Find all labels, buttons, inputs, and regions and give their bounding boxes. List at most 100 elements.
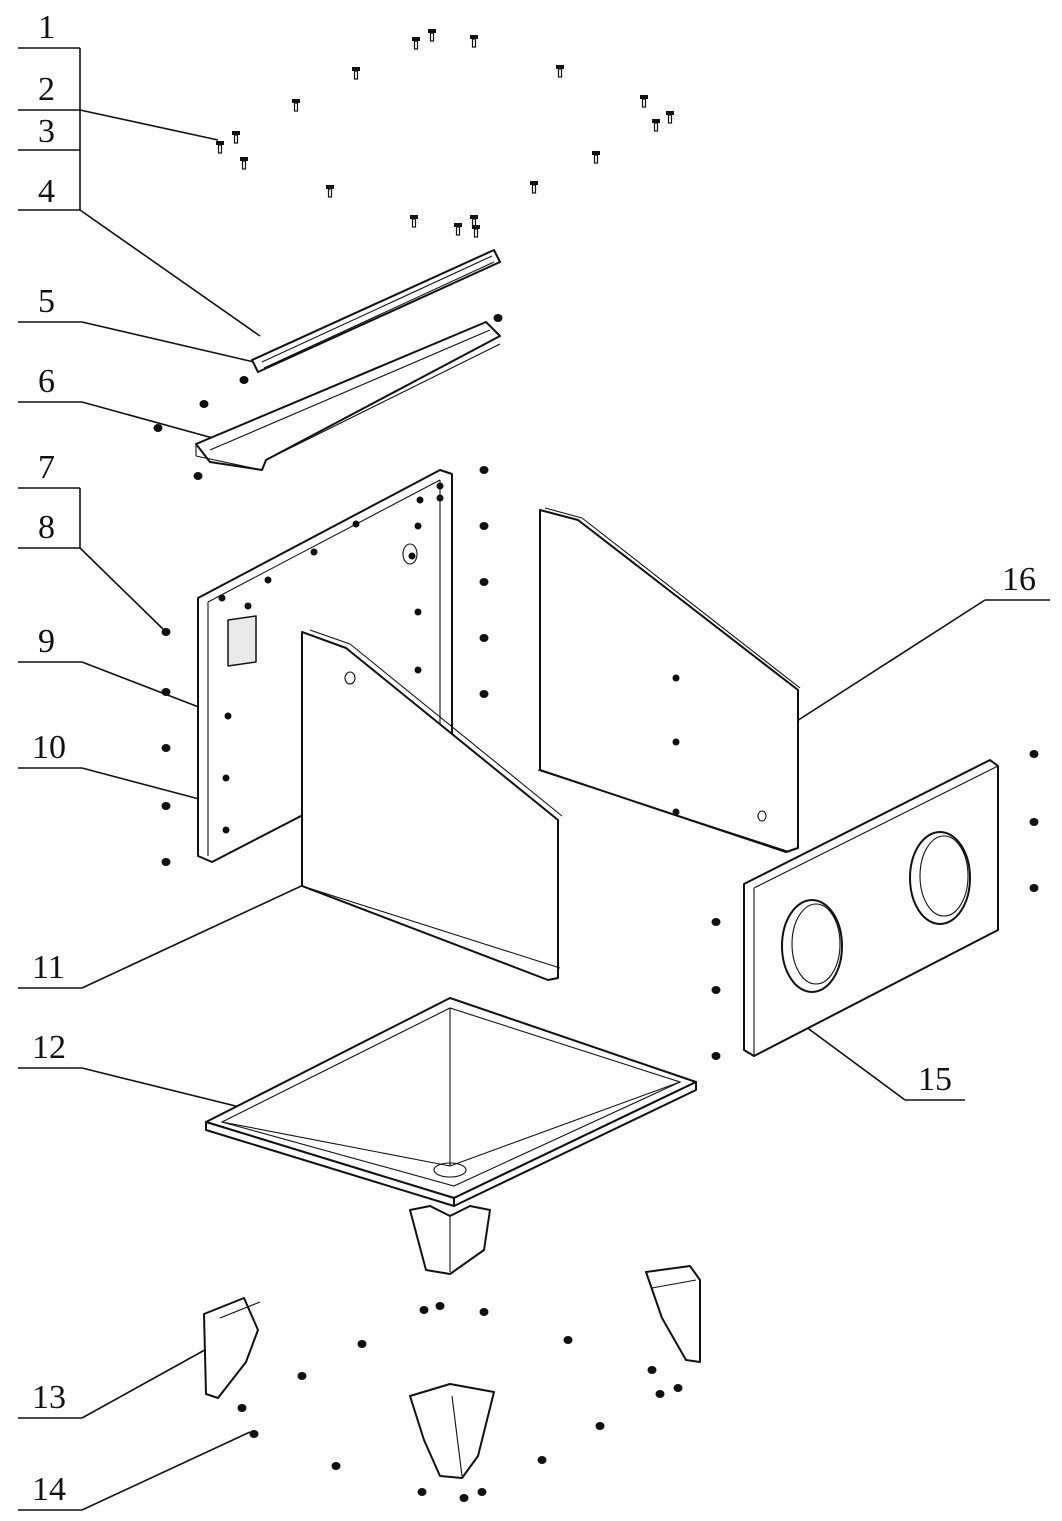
hinge-strip — [251, 249, 501, 373]
leader-line-10 — [81, 767, 219, 805]
callout-9: 9 — [38, 623, 55, 660]
leader-line-8 — [79, 547, 165, 631]
screw-set — [216, 29, 674, 238]
nut — [479, 522, 489, 530]
panel-hole — [264, 576, 272, 584]
screw — [472, 225, 480, 238]
callout-13: 13 — [32, 1379, 66, 1416]
nut — [331, 1462, 341, 1470]
leader-line-6 — [81, 401, 221, 441]
callout-3: 3 — [38, 113, 55, 150]
panel-hole — [222, 826, 230, 834]
screw — [352, 67, 360, 80]
leader-line-2 — [79, 109, 219, 141]
port-left — [781, 899, 843, 993]
callout-1: 1 — [38, 9, 55, 46]
nut — [479, 466, 489, 474]
screw — [652, 119, 660, 132]
nut — [237, 1404, 247, 1412]
callout-16: 16 — [1002, 561, 1036, 598]
nut — [655, 1390, 665, 1398]
nut — [711, 918, 721, 926]
panel-hole — [408, 552, 416, 560]
nut — [563, 1336, 573, 1344]
screw — [410, 215, 418, 228]
nut — [1029, 750, 1039, 758]
nut — [417, 1488, 427, 1496]
panel-hole — [672, 738, 680, 746]
screw — [470, 35, 478, 48]
side-panel-rear — [537, 507, 801, 853]
nut — [435, 1302, 445, 1310]
nut — [673, 1384, 683, 1392]
panel-hole — [218, 594, 226, 602]
callout-4: 4 — [38, 173, 55, 210]
nut — [479, 578, 489, 586]
panel-hole — [672, 808, 680, 816]
leader-line-11 — [81, 867, 341, 989]
panel-hole — [436, 494, 444, 502]
foot-bottom — [409, 1383, 495, 1479]
nut — [477, 1488, 487, 1496]
panel-hole — [414, 522, 422, 530]
callout-14: 14 — [32, 1471, 66, 1508]
panel-hole — [416, 496, 424, 504]
panel-hole — [414, 608, 422, 616]
screw — [530, 181, 538, 194]
base-tray — [205, 997, 697, 1207]
screw — [640, 95, 648, 108]
nut — [1029, 884, 1039, 892]
nut — [153, 424, 163, 432]
leader-line-13 — [81, 1345, 213, 1419]
callout-8: 8 — [38, 509, 55, 546]
callout-7: 7 — [38, 449, 55, 486]
nut — [161, 628, 171, 636]
foot-left — [203, 1297, 259, 1399]
leader-line-15 — [793, 1017, 906, 1101]
nut — [537, 1456, 547, 1464]
nut — [161, 802, 171, 810]
nut — [239, 376, 249, 384]
nut — [647, 1366, 657, 1374]
nut — [479, 634, 489, 642]
screw — [428, 29, 436, 42]
nut — [161, 744, 171, 752]
panel-hole — [310, 548, 318, 556]
nut — [249, 1430, 259, 1438]
nut — [297, 1372, 307, 1380]
nut — [595, 1422, 605, 1430]
panel-hole — [414, 666, 422, 674]
screw — [556, 65, 564, 78]
screw — [592, 151, 600, 164]
callout-11: 11 — [32, 949, 65, 986]
nut — [193, 472, 203, 480]
foot-right — [645, 1265, 701, 1363]
nut — [479, 690, 489, 698]
callout-2: 2 — [38, 71, 55, 108]
callout-12: 12 — [32, 1029, 66, 1066]
nut — [711, 986, 721, 994]
callout-6: 6 — [38, 363, 55, 400]
top-lid-plate — [195, 321, 501, 471]
leader-line-14 — [81, 1431, 251, 1511]
screw — [412, 37, 420, 50]
panel-hole — [222, 774, 230, 782]
nut — [1029, 818, 1039, 826]
screw — [326, 185, 334, 198]
nut — [459, 1494, 469, 1502]
nut — [419, 1306, 429, 1314]
callout-5: 5 — [38, 283, 55, 320]
nut — [711, 1052, 721, 1060]
nut — [493, 314, 503, 322]
side-panel-front — [301, 629, 563, 981]
nut — [161, 858, 171, 866]
nut-set — [153, 314, 1039, 1502]
screw — [292, 99, 300, 112]
panel-hole — [672, 674, 680, 682]
feet — [203, 1205, 701, 1479]
callout-10: 10 — [32, 729, 66, 766]
screw — [240, 157, 248, 170]
nut — [479, 1308, 489, 1316]
leader-line-5 — [81, 321, 255, 363]
panel-hole — [244, 602, 252, 610]
